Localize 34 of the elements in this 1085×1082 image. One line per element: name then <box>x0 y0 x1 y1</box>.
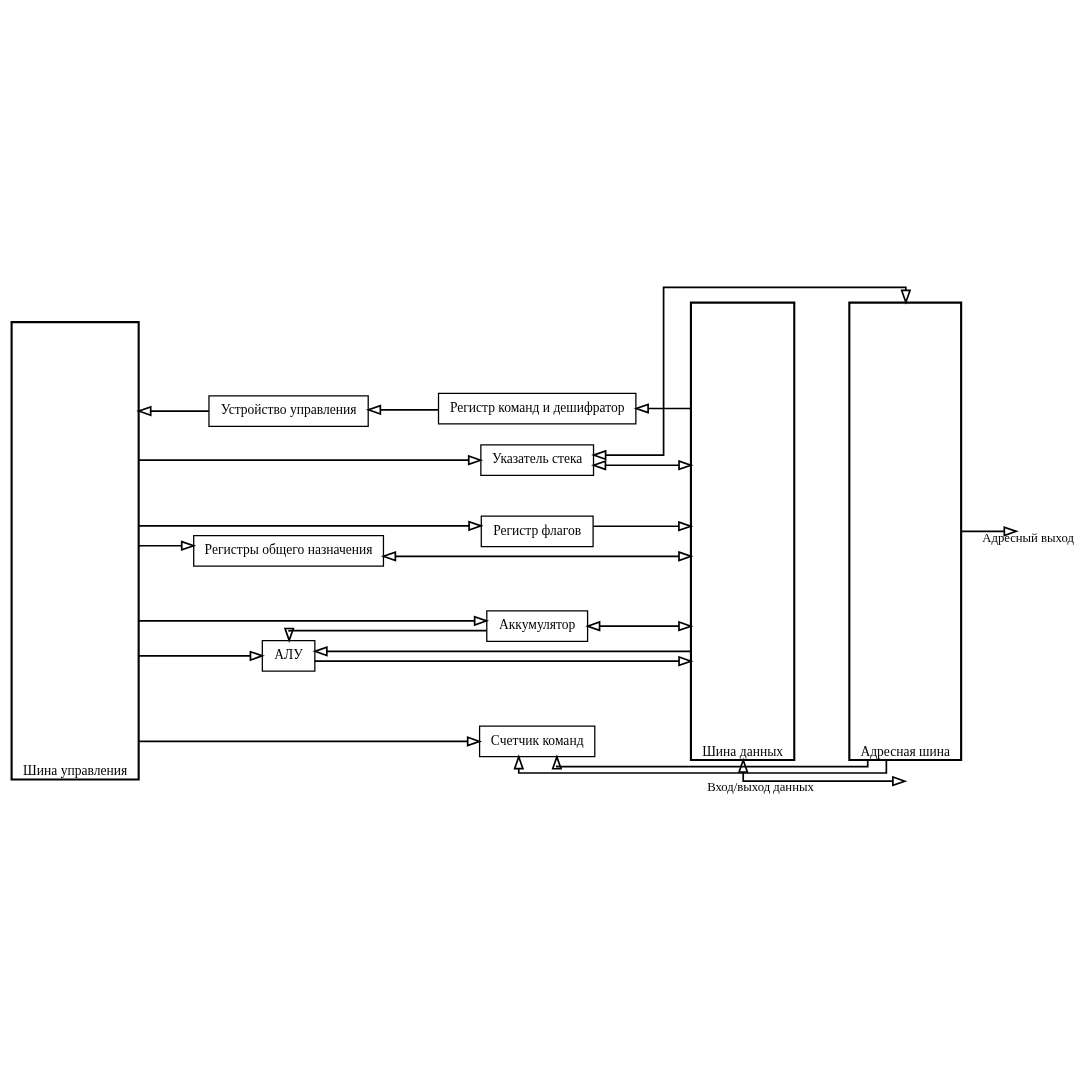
arrow <box>283 627 488 643</box>
node-box: Указатель стека <box>480 443 595 476</box>
arrow <box>960 525 1019 537</box>
arrow <box>591 459 694 471</box>
node-box: Регистр флагов <box>480 514 594 547</box>
arrow <box>312 645 692 657</box>
arrow <box>138 615 490 626</box>
arrow <box>551 753 869 770</box>
arrow <box>513 753 888 774</box>
arrow <box>138 539 197 551</box>
arrow <box>592 520 694 532</box>
arrow <box>380 550 694 562</box>
arrow <box>138 520 484 531</box>
node-box: Шина данных <box>689 301 796 761</box>
arrow <box>138 454 484 466</box>
arrow <box>633 402 692 414</box>
node-box: Шина управления <box>10 320 140 781</box>
edge-label: Вход/выход данных <box>707 779 814 794</box>
arrow <box>737 757 908 787</box>
arrow <box>138 735 483 747</box>
node-box: Устройство управления <box>208 394 369 427</box>
node-box: Счетчик команд <box>478 725 596 757</box>
arrow <box>591 286 912 460</box>
arrow <box>365 403 440 415</box>
node-box: Регистр команд и дешифратор <box>437 392 637 424</box>
arrow <box>138 650 265 661</box>
node-box: Аккумулятор <box>486 609 589 642</box>
edge-label: Адресный выход <box>982 530 1074 544</box>
node-box: Адресная шина <box>848 301 963 761</box>
node-box: АЛУ <box>261 639 316 672</box>
node-box: Регистры общего назначения <box>193 534 385 567</box>
arrow <box>314 655 694 667</box>
arrow <box>136 405 210 416</box>
arrow <box>585 620 694 632</box>
